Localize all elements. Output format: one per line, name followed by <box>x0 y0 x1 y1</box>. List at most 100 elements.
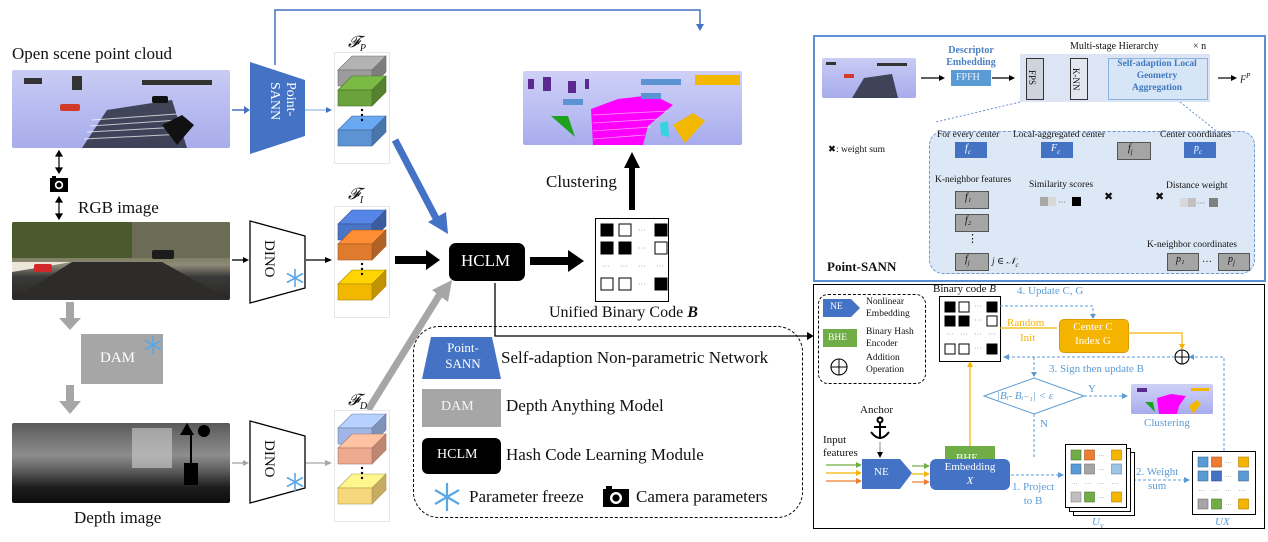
legend-bhe-text-2: Encoder <box>866 339 898 349</box>
dino-block-rgb <box>249 220 306 304</box>
slga-block <box>1108 58 1208 100</box>
unified-code-symbol: B <box>687 304 698 321</box>
yes-label: Y <box>1088 383 1096 395</box>
fj-sub: j <box>1130 148 1133 156</box>
binary-cell <box>958 315 970 327</box>
snowflake-icon <box>286 269 304 287</box>
weight-sum-legend: ✖: weight sum <box>828 145 886 155</box>
binary-cell <box>958 301 970 313</box>
color-cell <box>1197 470 1209 482</box>
dino-label-rgb: DINO <box>261 240 277 278</box>
matrix-ellipsis: ··· <box>1198 487 1205 495</box>
color-cell <box>1070 463 1082 475</box>
clustering-result-image <box>523 71 742 145</box>
step2-label-2: sum <box>1147 480 1167 492</box>
psann-input-thumb <box>822 58 916 98</box>
binary-cell <box>600 223 614 237</box>
Fc-block <box>1041 142 1073 158</box>
legend-ne-badge: NE <box>830 302 843 312</box>
for-every-center-label: For every center <box>937 130 1000 140</box>
legend-dam-badge <box>422 389 501 427</box>
hclm-legend-box <box>818 294 926 384</box>
snowflake-icon <box>144 336 162 354</box>
distance-weight-swatches: ··· <box>1180 198 1218 208</box>
legend-camera-icon <box>603 486 629 507</box>
matrix-ellipsis: ··· <box>1225 459 1232 467</box>
feature-bar <box>337 115 387 147</box>
Fc-sub: c <box>1057 148 1061 156</box>
point-cloud-label: Open scene point cloud <box>12 44 173 63</box>
ux-label: UX <box>1215 516 1230 528</box>
hclm-label: HCLM <box>461 251 511 270</box>
unified-code-text: Unified Binary Code <box>549 304 684 321</box>
matrix-ellipsis: ··· <box>656 262 664 271</box>
knn-block <box>1070 58 1088 100</box>
dam-flow-arrows <box>59 302 81 414</box>
point-cloud-art <box>24 76 212 148</box>
legend-point-sann-badge <box>422 337 501 379</box>
fj-list-label: fj <box>965 254 970 267</box>
f2-label: f₂ <box>965 215 972 226</box>
color-cell <box>1211 470 1222 482</box>
matrix-ellipsis: ··· <box>1239 487 1246 495</box>
unified-code-label: Unified Binary Code B <box>549 304 698 322</box>
local-aggregated-label: Local-aggregated center <box>1013 130 1106 140</box>
embedding-label-1: Embedding <box>944 461 996 473</box>
fj-list-sub: j <box>967 259 970 267</box>
binary-cell <box>654 223 668 237</box>
matrix-ellipsis: ··· <box>1098 452 1105 460</box>
distance-weight-label: Distance weight <box>1166 181 1228 191</box>
matrix-ellipsis: ··· <box>1098 480 1105 488</box>
p1-label: p₁ <box>1176 254 1185 265</box>
input-label-1: Input <box>823 434 847 446</box>
output-fp-label: FP <box>1240 72 1250 85</box>
color-cell <box>1111 463 1122 475</box>
p1-block <box>1167 253 1199 271</box>
feature-bar <box>337 473 387 505</box>
j-in-nc-sub: c <box>1015 260 1019 269</box>
k-neighbor-coords-label: K-neighbor coordinates <box>1147 240 1237 250</box>
multistage-label: Multi-stage Hierarchy <box>1070 41 1159 52</box>
times-n-label: × n <box>1193 41 1207 52</box>
depth-image-label: Depth image <box>74 508 162 527</box>
legend-dam-label: DAM <box>441 399 474 414</box>
binary-cell <box>944 301 956 313</box>
unified-binary-cells: ····················· <box>600 223 668 291</box>
clustering-label: Clustering <box>546 172 617 191</box>
feature-bar <box>337 229 387 261</box>
weight-sum-legend-text: : weight sum <box>835 145 886 155</box>
matrix-ellipsis: ··· <box>1085 480 1092 488</box>
fj-symbol: f <box>1128 143 1131 154</box>
uv-label: Uv <box>1092 516 1104 530</box>
matrix-ellipsis: ··· <box>638 262 646 271</box>
feature-ellipsis-dots <box>360 108 364 122</box>
dam-label: DAM <box>100 350 136 366</box>
feature-label-fi: 𝓕I <box>348 186 364 207</box>
pj-sub: j <box>1233 259 1235 267</box>
f1-label: f₁ <box>965 192 972 203</box>
binary-cell <box>986 301 998 313</box>
matrix-ellipsis: ··· <box>602 262 610 271</box>
hclm-binary-cells: ····················· <box>944 301 998 355</box>
color-cell <box>1111 491 1122 503</box>
camera-link <box>50 150 68 221</box>
color-cell <box>1238 470 1249 482</box>
color-cell <box>1238 456 1249 468</box>
feature-label-fp: 𝓕P <box>348 34 366 55</box>
f2-block <box>955 214 989 232</box>
weight-sum-op-2: ✖ <box>1155 191 1165 203</box>
color-cell <box>1084 463 1095 475</box>
fps-label: FPS <box>1027 70 1037 86</box>
legend-hclm-label: HCLM <box>437 447 478 462</box>
matrix-ellipsis: ··· <box>1098 466 1105 474</box>
legend-add-text-2: Operation <box>866 365 904 375</box>
output-fp-sup: P <box>1246 72 1251 80</box>
feature-bar <box>337 433 387 465</box>
binary-cell <box>944 315 956 327</box>
fps-block <box>1026 58 1044 100</box>
j-in-nc-label: j ∈ 𝒩c <box>992 256 1019 269</box>
k-neighbor-features-label: K-neighbor features <box>935 175 1012 185</box>
